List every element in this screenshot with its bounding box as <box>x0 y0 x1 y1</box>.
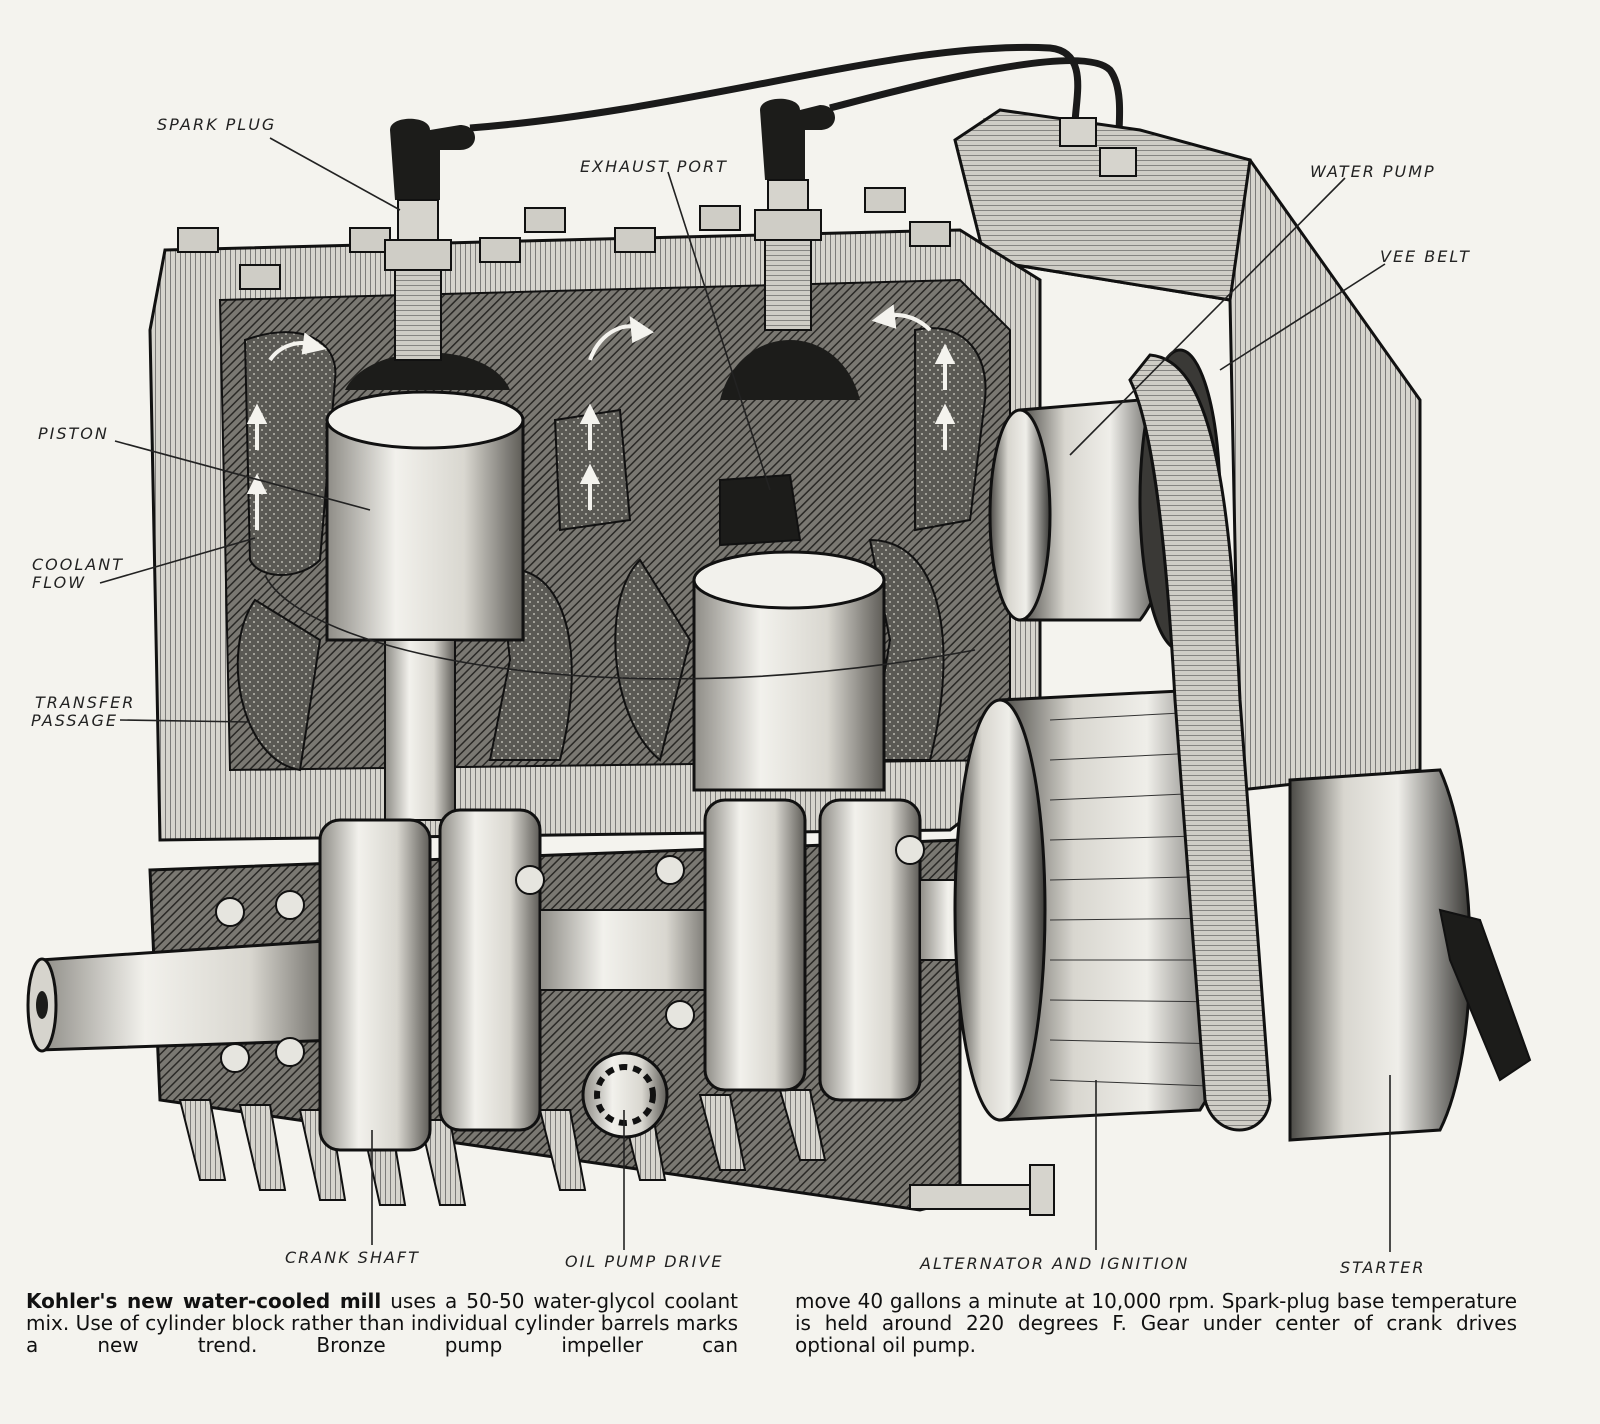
starter <box>909 768 1532 1216</box>
label-spark-plug: SPARK PLUG <box>157 115 277 134</box>
vee-belt <box>1128 353 1272 1132</box>
coolant-flow-arrows <box>246 304 956 530</box>
label-coolant-flow: COOLANT FLOW <box>32 556 124 592</box>
label-transfer-passage-line1: TRANSFER <box>35 693 136 712</box>
label-transfer-passage-line2: PASSAGE <box>31 711 118 730</box>
oil-pump-drive-gear <box>581 1051 669 1139</box>
caption-left-column: Kohler's new water-cooled mill uses a 50… <box>26 1290 738 1356</box>
leader-lines <box>99 137 1391 1252</box>
label-coolant-flow-line2: FLOW <box>32 573 87 592</box>
spark-plugs <box>384 98 835 361</box>
label-alternator-ignition: ALTERNATOR AND IGNITION <box>920 1254 1190 1273</box>
ignition-leads <box>469 43 1124 156</box>
label-transfer-passage: TRANSFER PASSAGE <box>31 693 136 730</box>
starter-handle <box>1438 908 1532 1082</box>
water-pump-housing <box>953 108 1422 792</box>
caption-right-column: move 40 gallons a minute at 10,000 rpm. … <box>795 1289 1517 1357</box>
label-crank-shaft: CRANK SHAFT <box>285 1248 420 1267</box>
engine-cutaway-illustration <box>26 43 1532 1252</box>
label-starter: STARTER <box>1340 1258 1426 1277</box>
cylinder-block <box>148 187 1042 842</box>
pistons <box>325 390 886 821</box>
label-exhaust-port: EXHAUST PORT <box>580 157 728 176</box>
label-water-pump: WATER PUMP <box>1310 162 1436 181</box>
caption-left-text: uses a 50-50 water-glycol coolant mix. U… <box>26 1289 738 1357</box>
label-oil-pump-drive: OIL PUMP DRIVE <box>565 1252 724 1271</box>
exhaust-port <box>719 473 802 547</box>
label-coolant-flow-line1: COOLANT <box>32 555 124 574</box>
label-piston: PISTON <box>38 424 109 443</box>
label-vee-belt: VEE BELT <box>1380 247 1471 266</box>
caption-lead: Kohler's new water-cooled mill <box>26 1289 382 1313</box>
